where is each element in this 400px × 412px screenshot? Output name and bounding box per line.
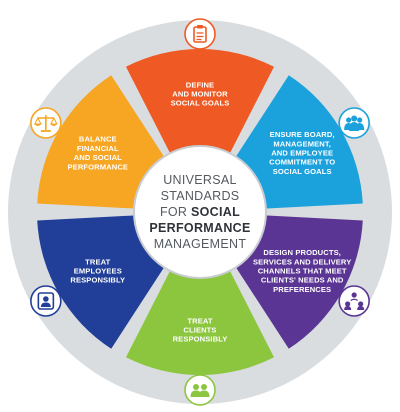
people-network-icon (338, 285, 370, 317)
segment-define-monitor (125, 48, 275, 159)
center-circle (133, 145, 267, 279)
segment-treat-employees (37, 215, 168, 349)
segment-balance (37, 75, 168, 209)
segment-design-products (232, 215, 363, 349)
icons-group (30, 18, 370, 406)
people-group-icon (338, 107, 370, 139)
clipboard-icon (184, 18, 216, 50)
segment-board-commitment (232, 75, 363, 209)
segment-treat-clients (125, 265, 275, 375)
scales-icon (30, 107, 62, 139)
person-badge-icon (30, 285, 62, 317)
two-people-icon (184, 374, 216, 406)
